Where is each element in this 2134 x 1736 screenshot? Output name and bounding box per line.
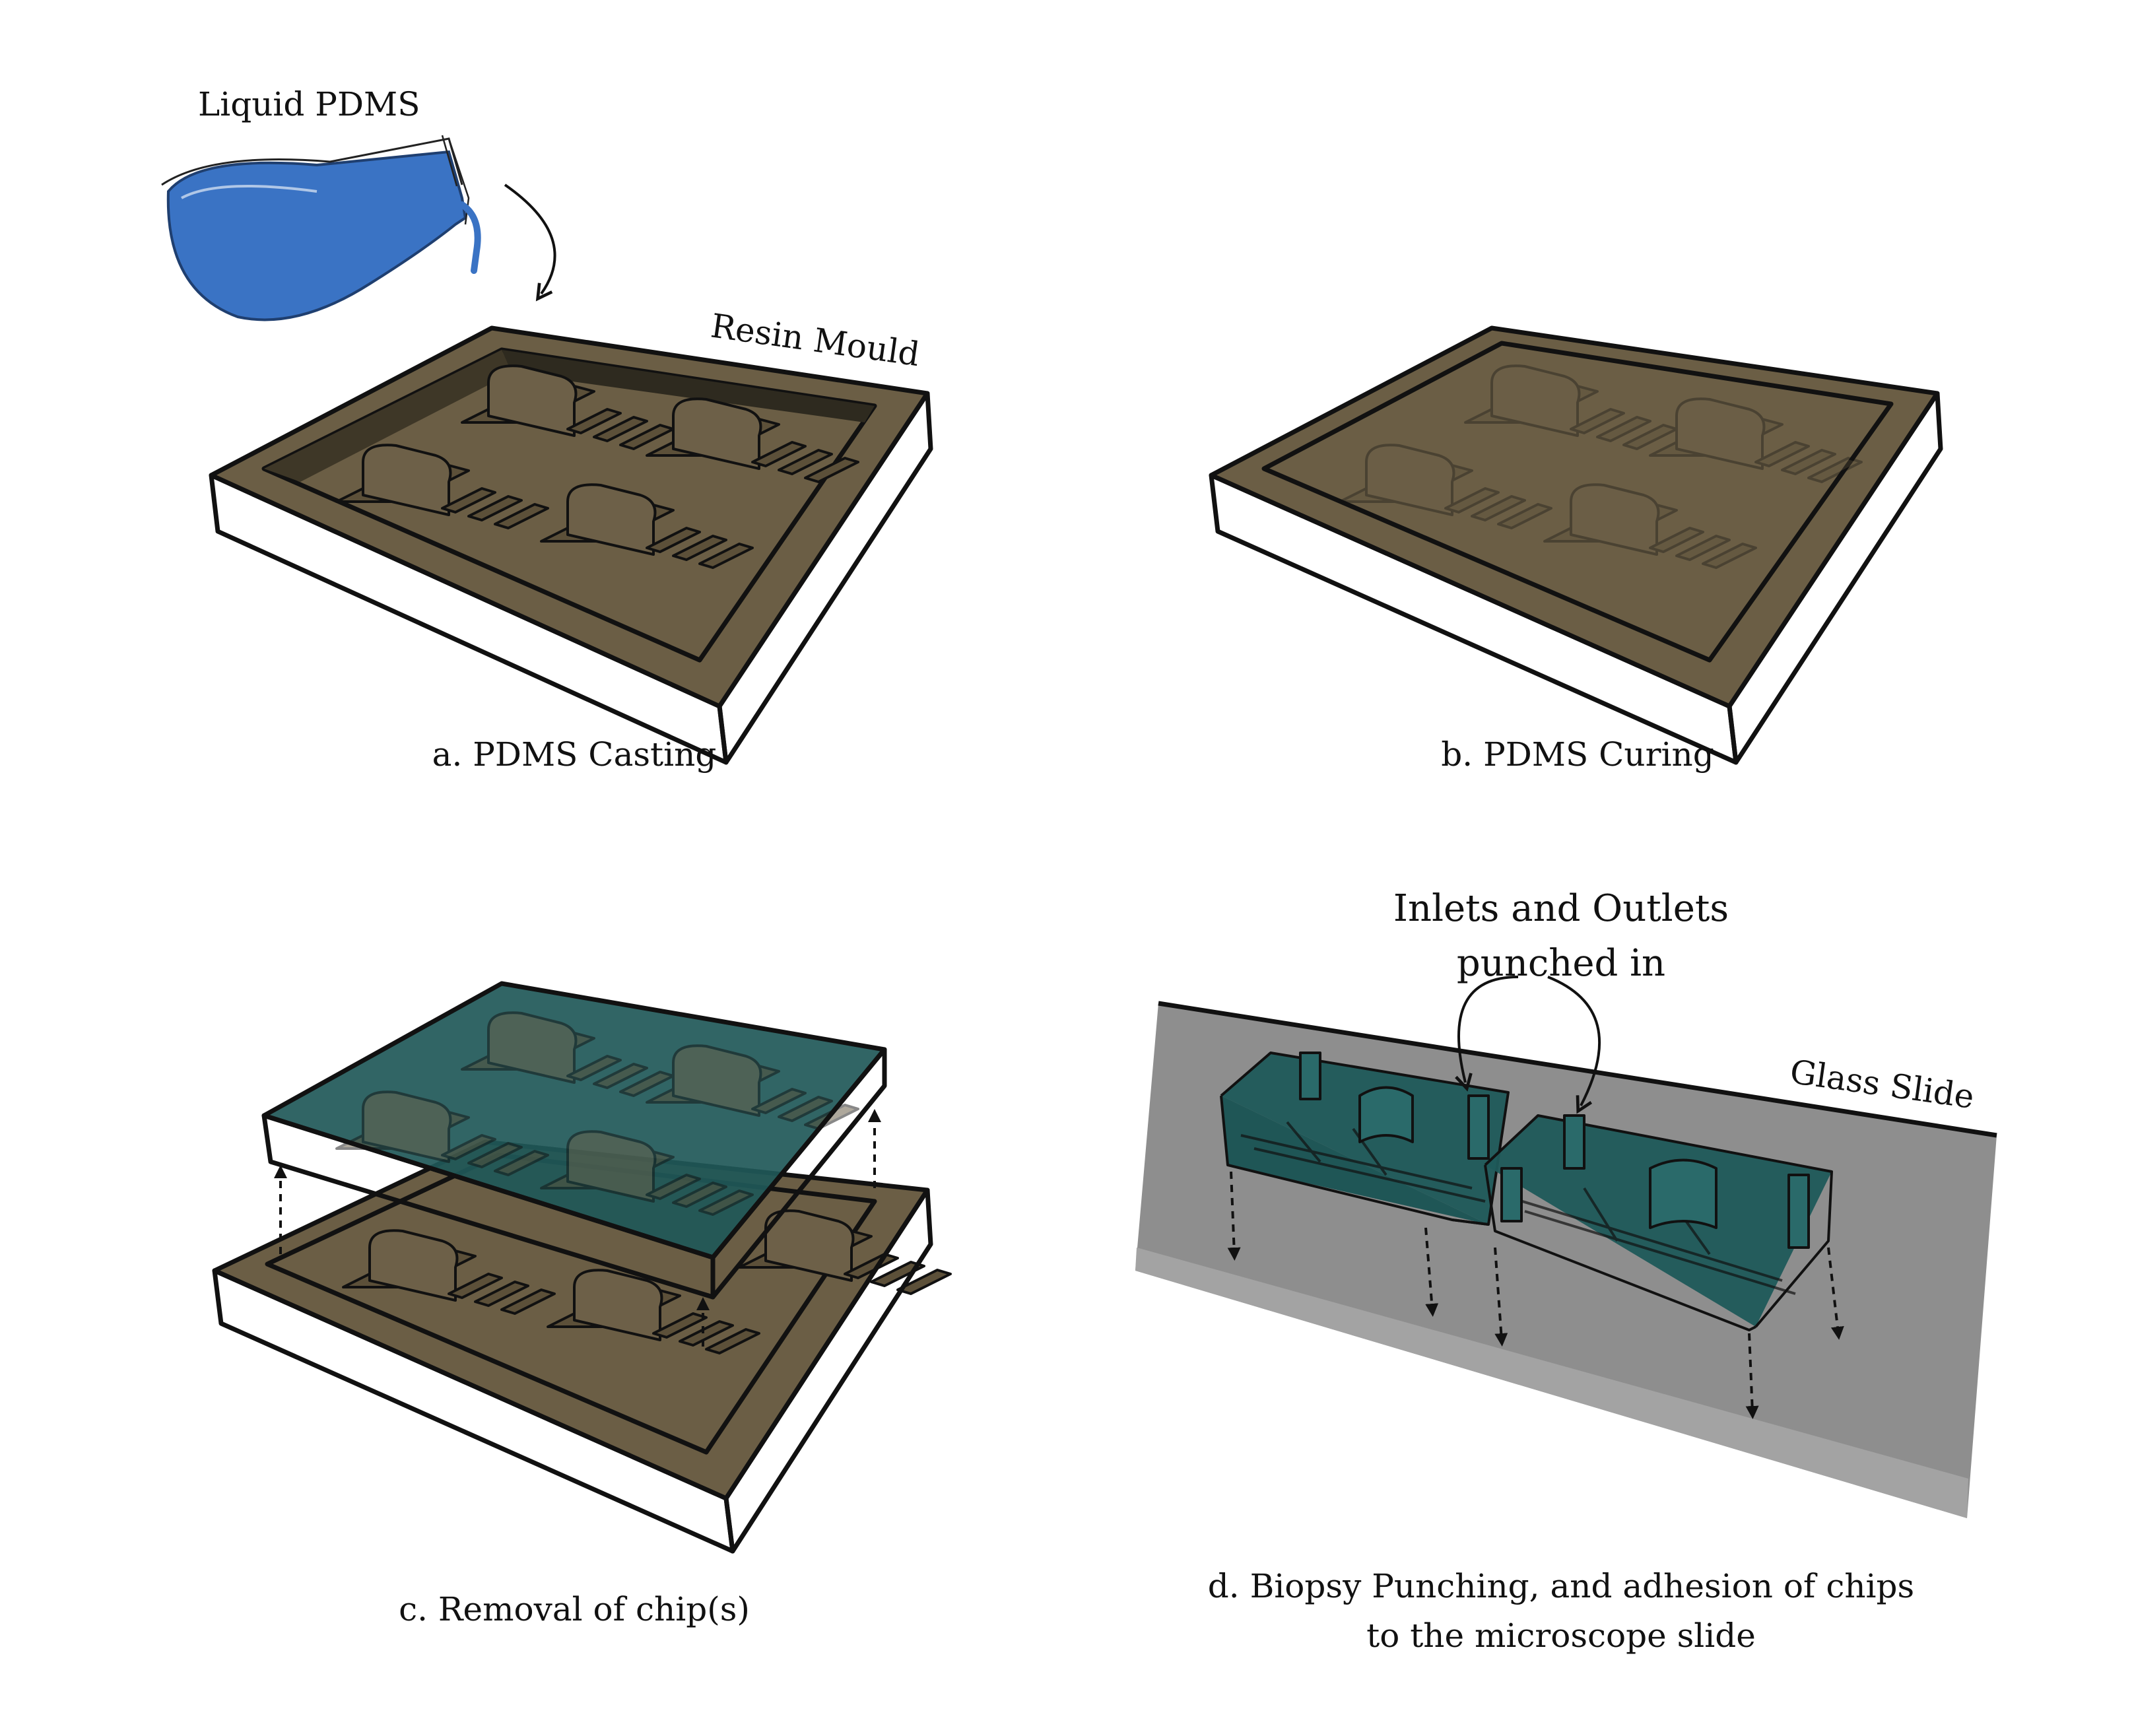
inlets-label-line2: punched in xyxy=(1457,942,1665,985)
pour-arrow xyxy=(505,185,555,294)
liquid-pdms-label: Liquid PDMS xyxy=(198,85,420,123)
caption-d-line2: to the microscope slide xyxy=(1366,1617,1756,1655)
panel-b-mould-filled xyxy=(1211,328,1941,762)
panel-a-mould xyxy=(211,328,931,762)
caption-a: a. PDMS Casting xyxy=(432,735,717,774)
inlets-label-line1: Inlets and Outlets xyxy=(1393,887,1729,930)
caption-c: c. Removal of chip(s) xyxy=(399,1590,750,1628)
pdms-beaker xyxy=(162,135,478,319)
caption-d-line1: d. Biopsy Punching, and adhesion of chip… xyxy=(1208,1567,1914,1605)
caption-b: b. PDMS Curing xyxy=(1441,735,1714,774)
